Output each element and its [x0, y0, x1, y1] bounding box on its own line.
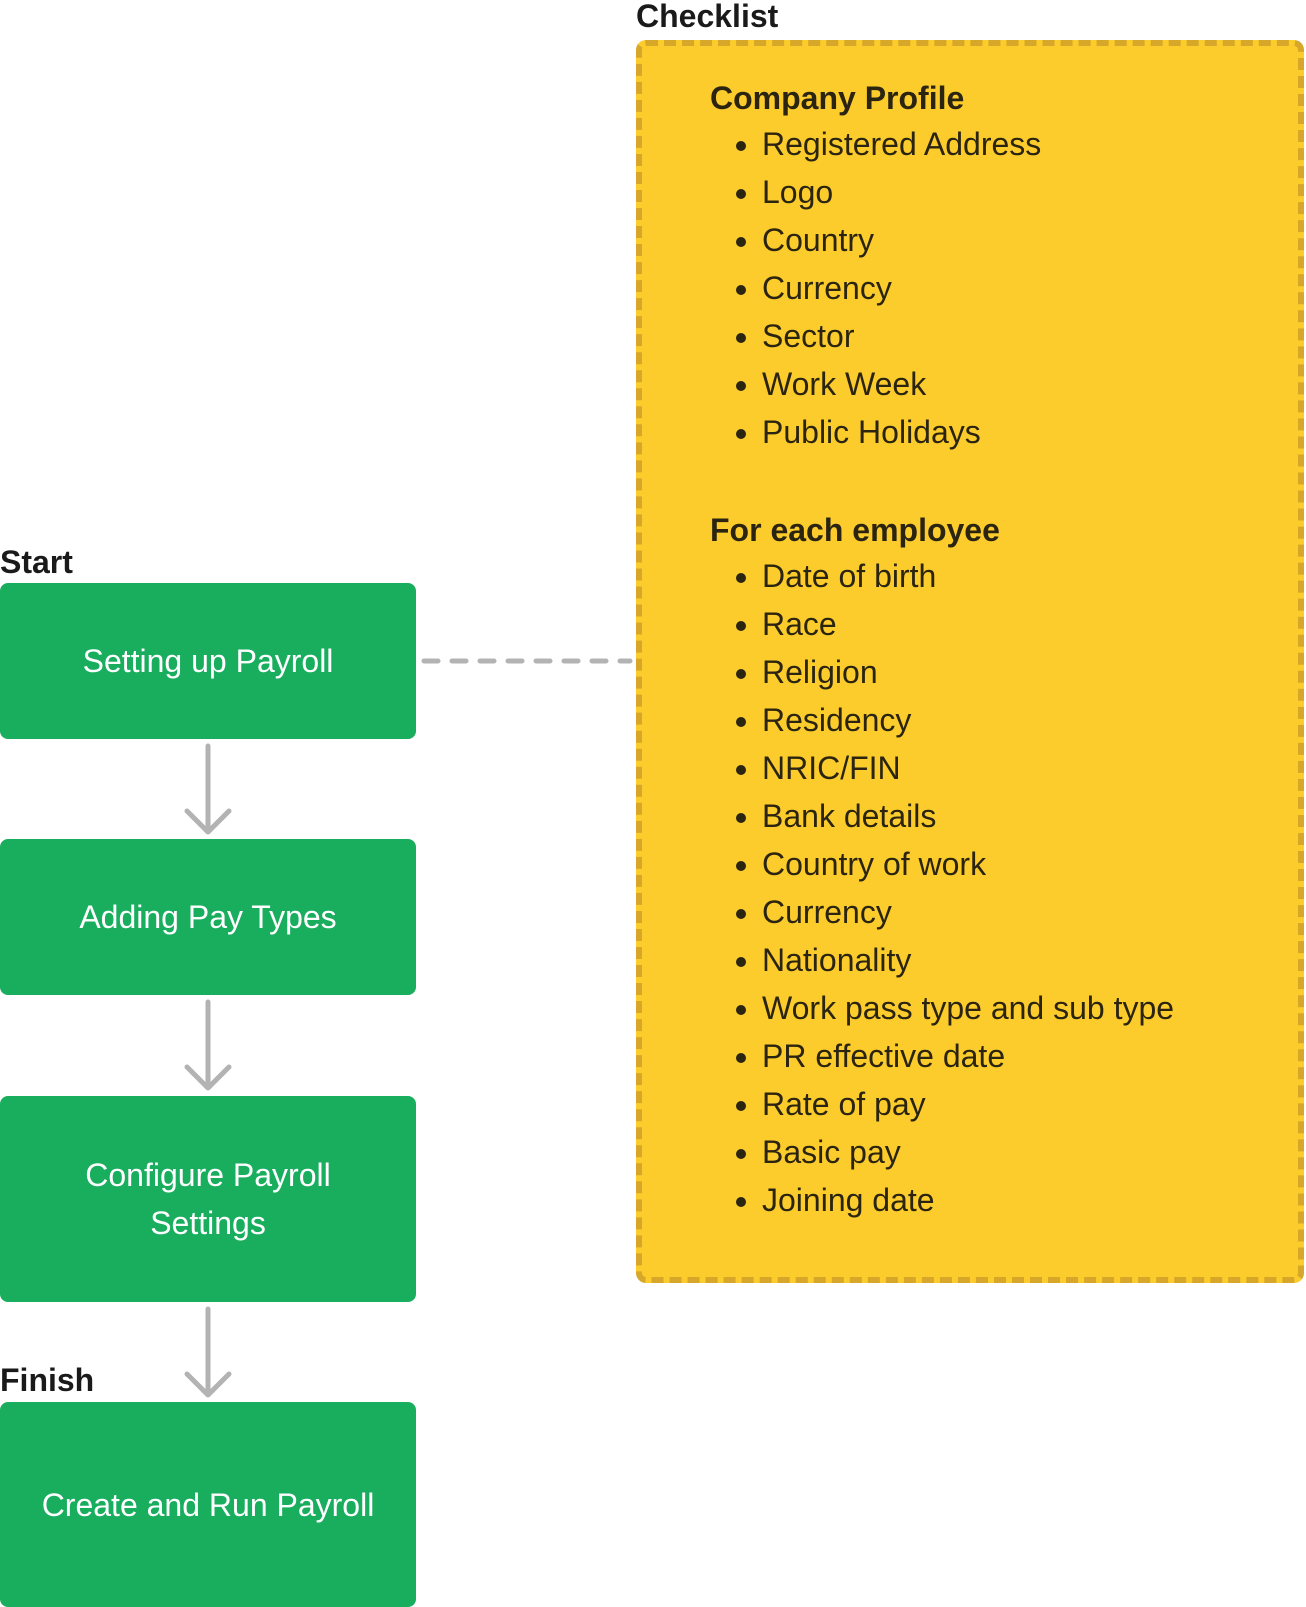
step-label: Configure Payroll Settings [85, 1157, 331, 1241]
list-item: Country [762, 216, 1041, 264]
arrow-1-head [184, 808, 232, 835]
list-item: Logo [762, 168, 1041, 216]
list-item: Country of work [762, 840, 1174, 888]
start-label: Start [0, 544, 73, 580]
section-title-for-each-employee: For each employee [710, 512, 1000, 548]
step-label: Adding Pay Types [79, 899, 337, 935]
list-item: Nationality [762, 936, 1174, 984]
list-item: Bank details [762, 792, 1174, 840]
finish-label: Finish [0, 1362, 95, 1398]
list-item: Currency [762, 888, 1174, 936]
employee-list: Date of birth Race Religion Residency NR… [710, 552, 1174, 1224]
list-item: Residency [762, 696, 1174, 744]
list-item: Currency [762, 264, 1041, 312]
list-item: Rate of pay [762, 1080, 1174, 1128]
list-item: Religion [762, 648, 1174, 696]
step-create-and-run-payroll[interactable]: Create and Run Payroll [0, 1402, 416, 1607]
list-item: Registered Address [762, 120, 1041, 168]
list-item: Public Holidays [762, 408, 1041, 456]
checklist-box: Company Profile Registered Address Logo … [636, 40, 1304, 1283]
step-label: Setting up Payroll [82, 643, 334, 679]
arrow-2-head [184, 1064, 232, 1091]
list-item: PR effective date [762, 1032, 1174, 1080]
step-configure-payroll-settings[interactable]: Configure Payroll Settings [0, 1096, 416, 1302]
list-item: NRIC/FIN [762, 744, 1174, 792]
list-item: Joining date [762, 1176, 1174, 1224]
arrow-3-head [184, 1371, 232, 1398]
section-title-company-profile: Company Profile [710, 80, 965, 116]
checklist-title: Checklist [636, 0, 779, 34]
list-item: Date of birth [762, 552, 1174, 600]
step-adding-pay-types[interactable]: Adding Pay Types [0, 839, 416, 995]
step-label: Create and Run Payroll [41, 1486, 375, 1523]
step-setting-up-payroll[interactable]: Setting up Payroll [0, 583, 416, 739]
list-item: Work pass type and sub type [762, 984, 1174, 1032]
company-profile-list: Registered Address Logo Country Currency… [710, 120, 1041, 456]
list-item: Basic pay [762, 1128, 1174, 1176]
list-item: Race [762, 600, 1174, 648]
list-item: Sector [762, 312, 1041, 360]
list-item: Work Week [762, 360, 1041, 408]
